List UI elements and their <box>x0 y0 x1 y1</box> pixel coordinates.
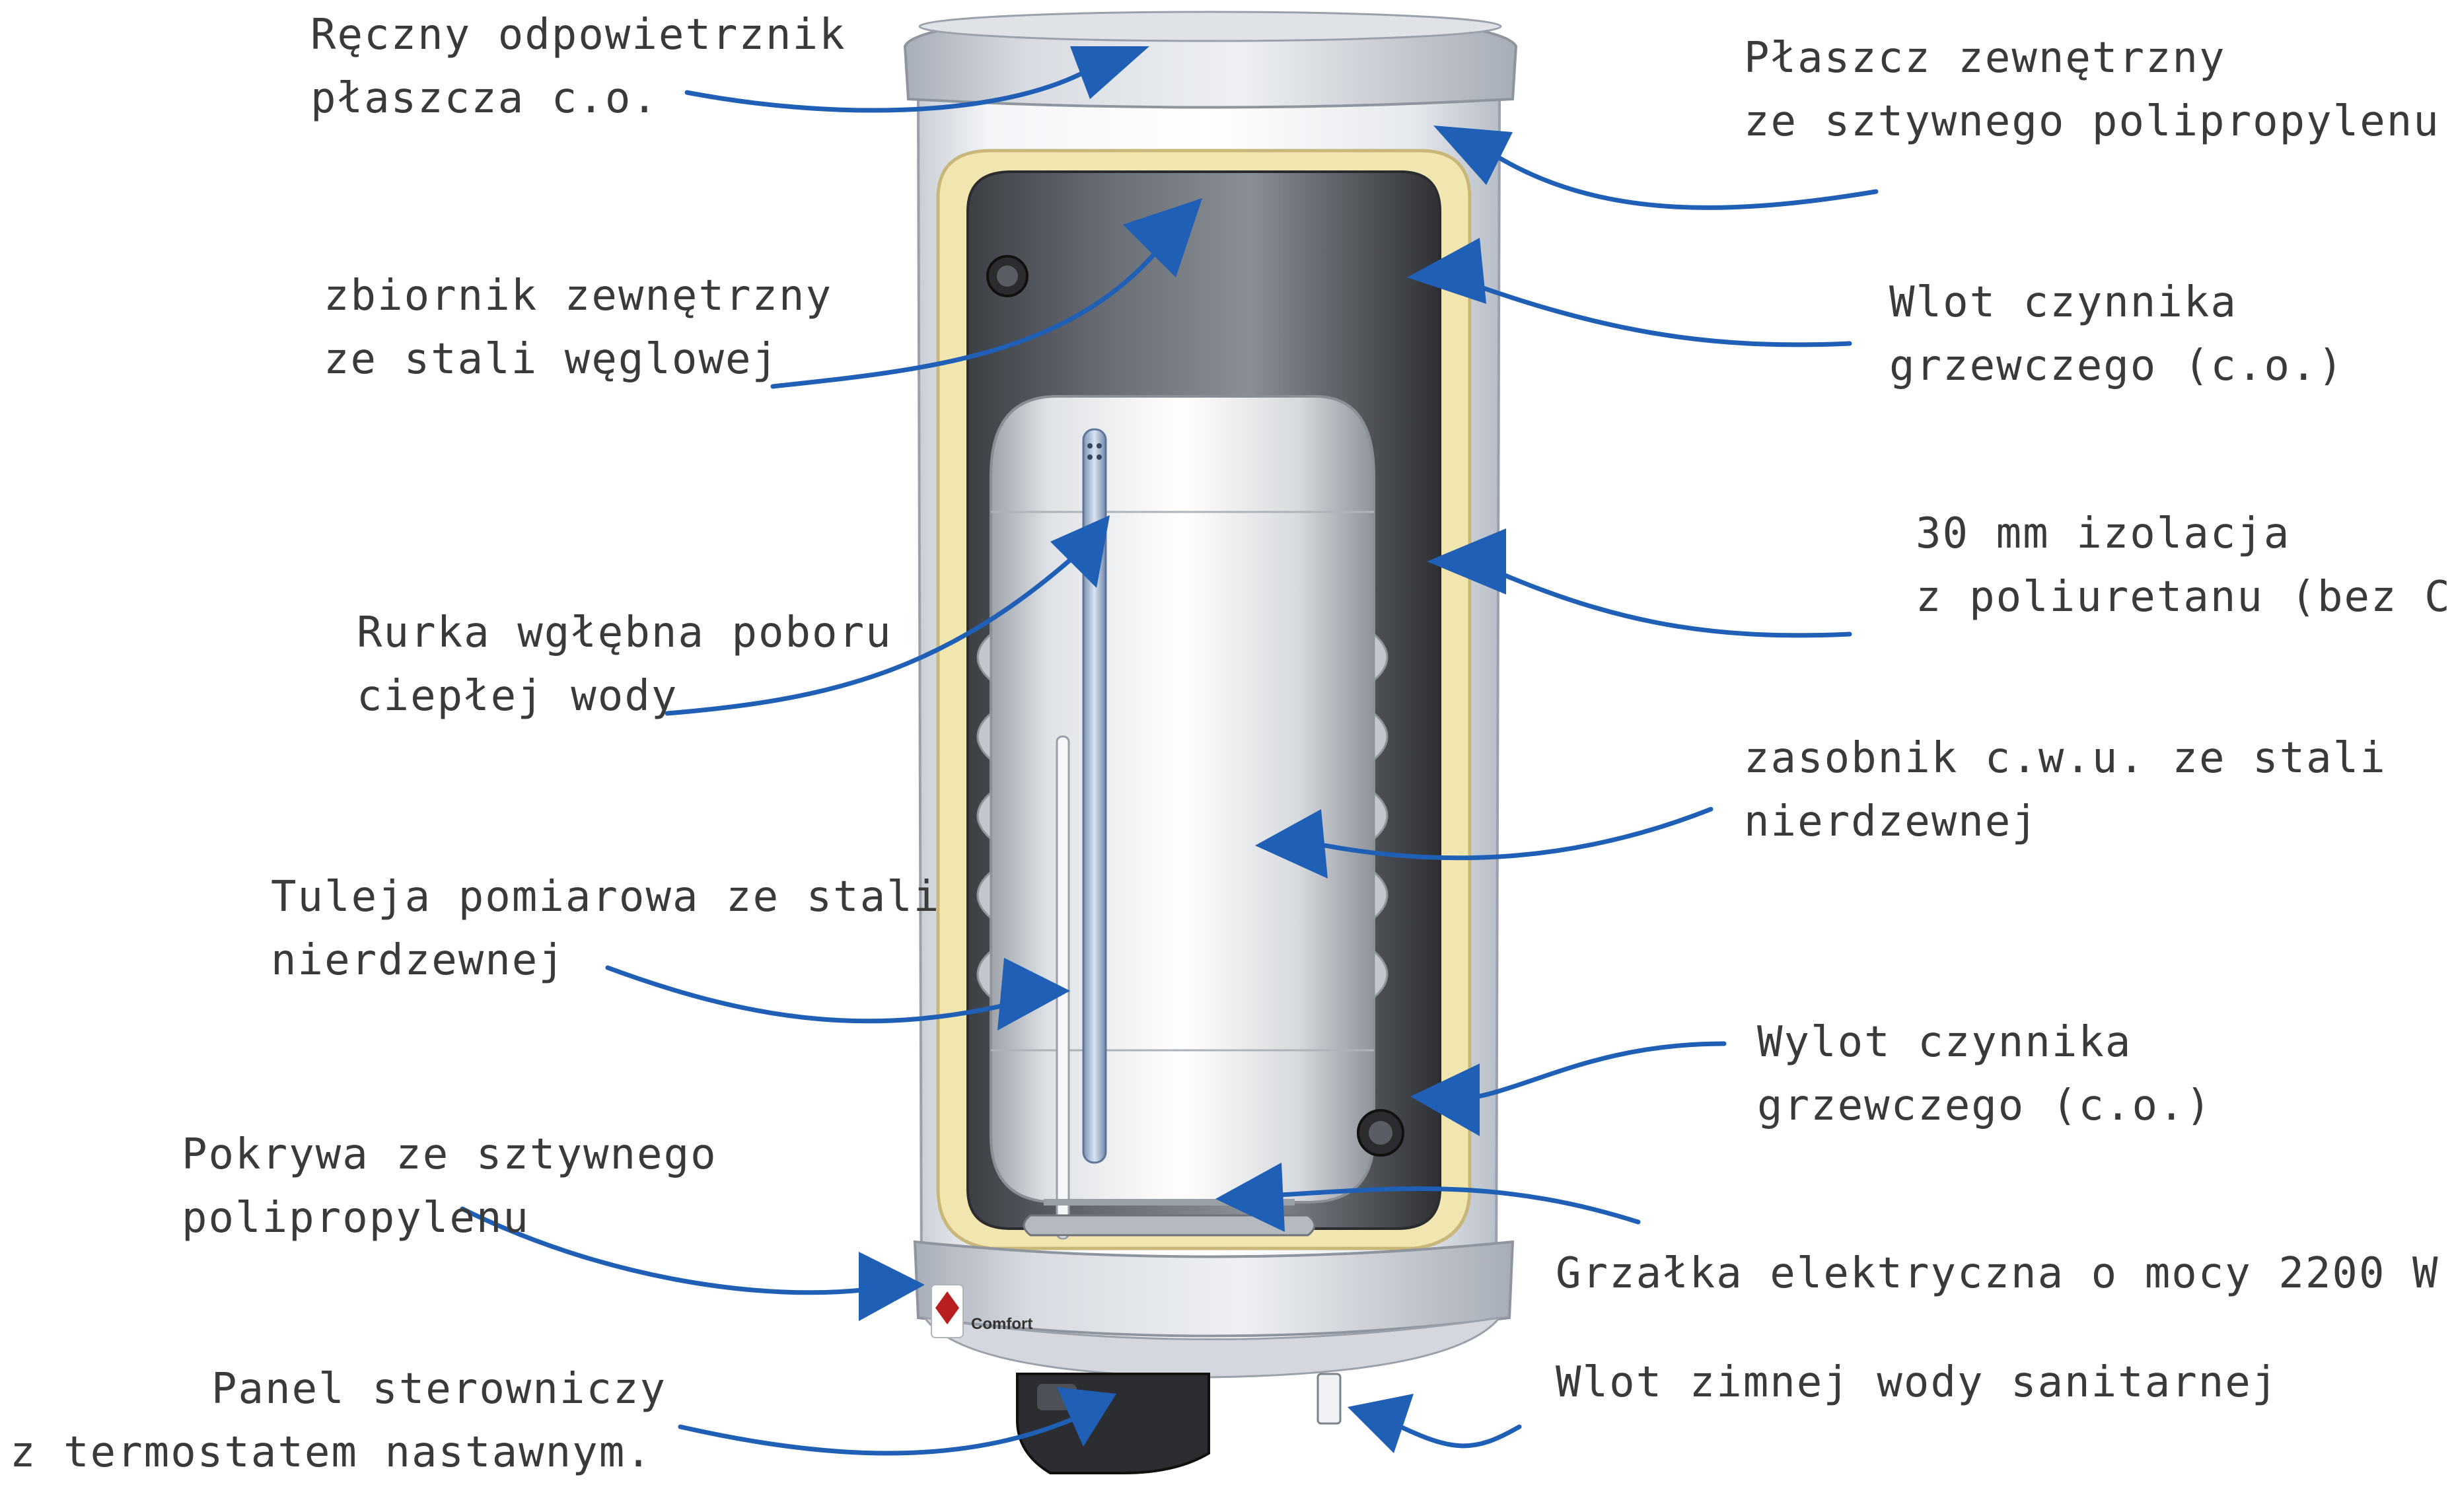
label-heating-inlet: Wlot czynnika grzewczego (c.o.) <box>1889 271 2344 398</box>
arrow-outer-tank <box>770 242 1165 389</box>
label-outer-tank: zbiornik zewnętrzny ze stali węglowej <box>324 264 832 391</box>
heating-inlet-port-inner <box>997 266 1018 287</box>
inner-dhw-tank <box>990 395 1375 1204</box>
bottom-dome <box>922 1316 1502 1379</box>
arrowhead-heater <box>1215 1163 1285 1232</box>
label-heating-outlet: Wylot czynnika grzewczego (c.o.) <box>1757 1011 2212 1137</box>
label-insulation-line1: 30 mm izolacja <box>1916 509 2291 558</box>
top-cap-rim <box>918 11 1502 42</box>
arrow-control-panel <box>678 1418 1073 1456</box>
label-vent: Ręczny odpowietrznik płaszcza c.o. <box>310 3 846 130</box>
label-vent-line2: płaszcza c.o. <box>310 74 659 123</box>
arrow-heating-inlet <box>1451 275 1852 347</box>
dip-tube-hole <box>1097 454 1102 460</box>
label-sensor-sleeve: Tuleja pomiarowa ze stali nierdzewnej <box>271 865 940 992</box>
arrow-cold-inlet <box>1385 1418 1522 1449</box>
dip-tube <box>1082 428 1107 1164</box>
arrow-sensor-sleeve <box>605 965 1027 1024</box>
label-insulation-line2: z poliuretanu (bez CFC) <box>1916 573 2454 622</box>
dip-tube-hole <box>1097 443 1102 449</box>
label-control-panel-line2: z termostatem nastawnym. <box>10 1428 653 1477</box>
label-dip-tube: Rurka wgłębna poboru ciepłej wody <box>357 601 892 728</box>
arrowhead-dip-tube <box>1050 515 1110 588</box>
callout-arrows <box>460 70 1879 1456</box>
arrowhead-heating-inlet <box>1407 238 1486 304</box>
arrow-heater <box>1266 1186 1641 1225</box>
heater-element <box>1023 1214 1316 1237</box>
label-heater: Grzałka elektryczna o mocy 2200 W <box>1556 1242 2439 1305</box>
label-heating-inlet-line2: grzewczego (c.o.) <box>1889 342 2345 390</box>
arrowhead-cover <box>859 1252 925 1321</box>
label-dip-tube-line2: ciepłej wody <box>357 672 678 721</box>
label-control-panel: Panel sterowniczy z termostatem nastawny… <box>10 1357 667 1484</box>
label-outer-shell-line2: ze sztywnego polipropylenu <box>1744 97 2440 146</box>
arrowhead-cold-inlet <box>1348 1394 1414 1453</box>
label-cover: Pokrywa ze sztywnego polipropylenu <box>182 1123 717 1250</box>
arrowhead-control-panel <box>1057 1387 1116 1447</box>
label-cold-inlet-line1: Wlot zimnej wody sanitarnej <box>1556 1358 2279 1407</box>
label-heating-inlet-line1: Wlot czynnika <box>1889 278 2237 327</box>
label-dhw-tank-line2: nierdzewnej <box>1744 797 2039 846</box>
logo-text: Comfort <box>971 1315 1032 1333</box>
arrow-dhw-tank <box>1305 807 1714 861</box>
label-dhw-tank: zasobnik c.w.u. ze stali nierdzewnej <box>1744 727 2387 853</box>
arrow-dip-tube <box>665 546 1086 716</box>
arrowhead-dhw-tank <box>1255 809 1328 879</box>
heating-outlet-port-inner <box>1369 1121 1392 1145</box>
arrow-heating-outlet <box>1451 1041 1727 1102</box>
cold-water-inlet-pipe <box>1317 1373 1342 1425</box>
label-cold-inlet: Wlot zimnej wody sanitarnej <box>1556 1351 2278 1414</box>
arrowhead-heating-outlet <box>1410 1063 1480 1136</box>
arrow-insulation <box>1470 559 1852 638</box>
bottom-cover <box>913 1240 1515 1338</box>
arrow-cover <box>460 1206 881 1295</box>
label-outer-tank-line2: ze stali węglowej <box>324 335 779 384</box>
label-cover-line1: Pokrywa ze sztywnego <box>182 1130 717 1179</box>
coil-left <box>976 631 992 1000</box>
dip-tube-hole <box>1087 443 1093 449</box>
label-vent-line1: Ręczny odpowietrznik <box>310 11 846 59</box>
arrow-outer-shell <box>1477 143 1879 210</box>
label-dip-tube-line1: Rurka wgłębna poboru <box>357 608 892 657</box>
label-cover-line2: polipropylenu <box>182 1194 530 1242</box>
dip-tube-hole <box>1087 454 1093 460</box>
label-control-panel-line1: Panel sterowniczy <box>211 1365 667 1414</box>
label-heater-line1: Grzałka elektryczna o mocy 2200 W <box>1556 1249 2439 1298</box>
arrowheads <box>859 46 1513 1453</box>
label-sensor-sleeve-line1: Tuleja pomiarowa ze stali <box>271 873 941 921</box>
coil-right <box>1373 631 1389 1000</box>
label-heating-outlet-line1: Wylot czynnika <box>1757 1018 2132 1067</box>
arrowhead-vent <box>1070 46 1149 99</box>
label-outer-shell-line1: Płaszcz zewnętrzny <box>1744 34 2226 83</box>
arrowhead-outer-shell <box>1433 126 1513 185</box>
label-dhw-tank-line1: zasobnik c.w.u. ze stali <box>1744 734 2387 783</box>
label-sensor-sleeve-line2: nierdzewnej <box>271 936 565 985</box>
label-outer-tank-line1: zbiornik zewnętrzny <box>324 271 833 320</box>
arrowhead-insulation <box>1427 528 1506 594</box>
arrowhead-outer-tank <box>1123 198 1202 277</box>
label-heating-outlet-line2: grzewczego (c.o.) <box>1757 1081 2213 1130</box>
logo-mark <box>935 1291 959 1324</box>
label-insulation: 30 mm izolacja z poliuretanu (bez CFC) <box>1916 502 2454 629</box>
arrowhead-sensor-sleeve <box>997 958 1070 1030</box>
arrow-vent <box>684 70 1086 113</box>
label-outer-shell: Płaszcz zewnętrzny ze sztywnego poliprop… <box>1744 26 2440 153</box>
